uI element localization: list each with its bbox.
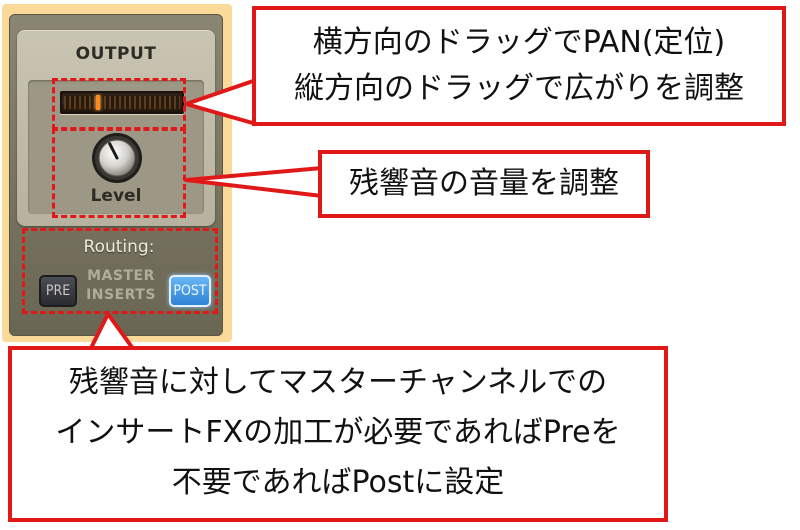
level-knob[interactable]: [87, 130, 147, 186]
routing-label: Routing:: [83, 237, 155, 257]
pre-button[interactable]: PRE: [39, 275, 77, 307]
routing-highlight-box: [22, 228, 218, 314]
level-callout-line1: 残響音の音量を調整: [349, 166, 619, 201]
routing-callout-line2: インサートFXの加工が必要であればPreを: [55, 415, 621, 450]
level-callout: 残響音の音量を調整: [318, 150, 650, 218]
routing-callout: 残響音に対してマスターチャンネルでの インサートFXの加工が必要であればPreを…: [8, 346, 668, 522]
level-highlight-box: [52, 128, 186, 218]
routing-callout-line1: 残響音に対してマスターチャンネルでの: [68, 365, 608, 400]
pan-slider[interactable]: [60, 91, 184, 114]
pan-callout-line2: 縦方向のドラッグで広がりを調整: [294, 71, 744, 106]
inserts-label: INSERTS: [86, 287, 156, 303]
pan-indicator[interactable]: [96, 95, 100, 110]
routing-callout-line3: 不要であればPostに設定: [171, 465, 505, 500]
pan-slider-scale: [64, 96, 180, 109]
post-button[interactable]: POST: [169, 275, 211, 307]
output-title: OUTPUT: [75, 44, 157, 64]
pan-callout-line1: 横方向のドラッグでPAN(定位): [312, 25, 726, 60]
pan-callout: 横方向のドラッグでPAN(定位) 縦方向のドラッグで広がりを調整: [252, 6, 786, 126]
knob-icon: [92, 133, 142, 183]
master-label: MASTER: [87, 268, 155, 284]
master-inserts-label: MASTER INSERTS: [78, 267, 164, 305]
level-label: Level: [90, 186, 142, 206]
